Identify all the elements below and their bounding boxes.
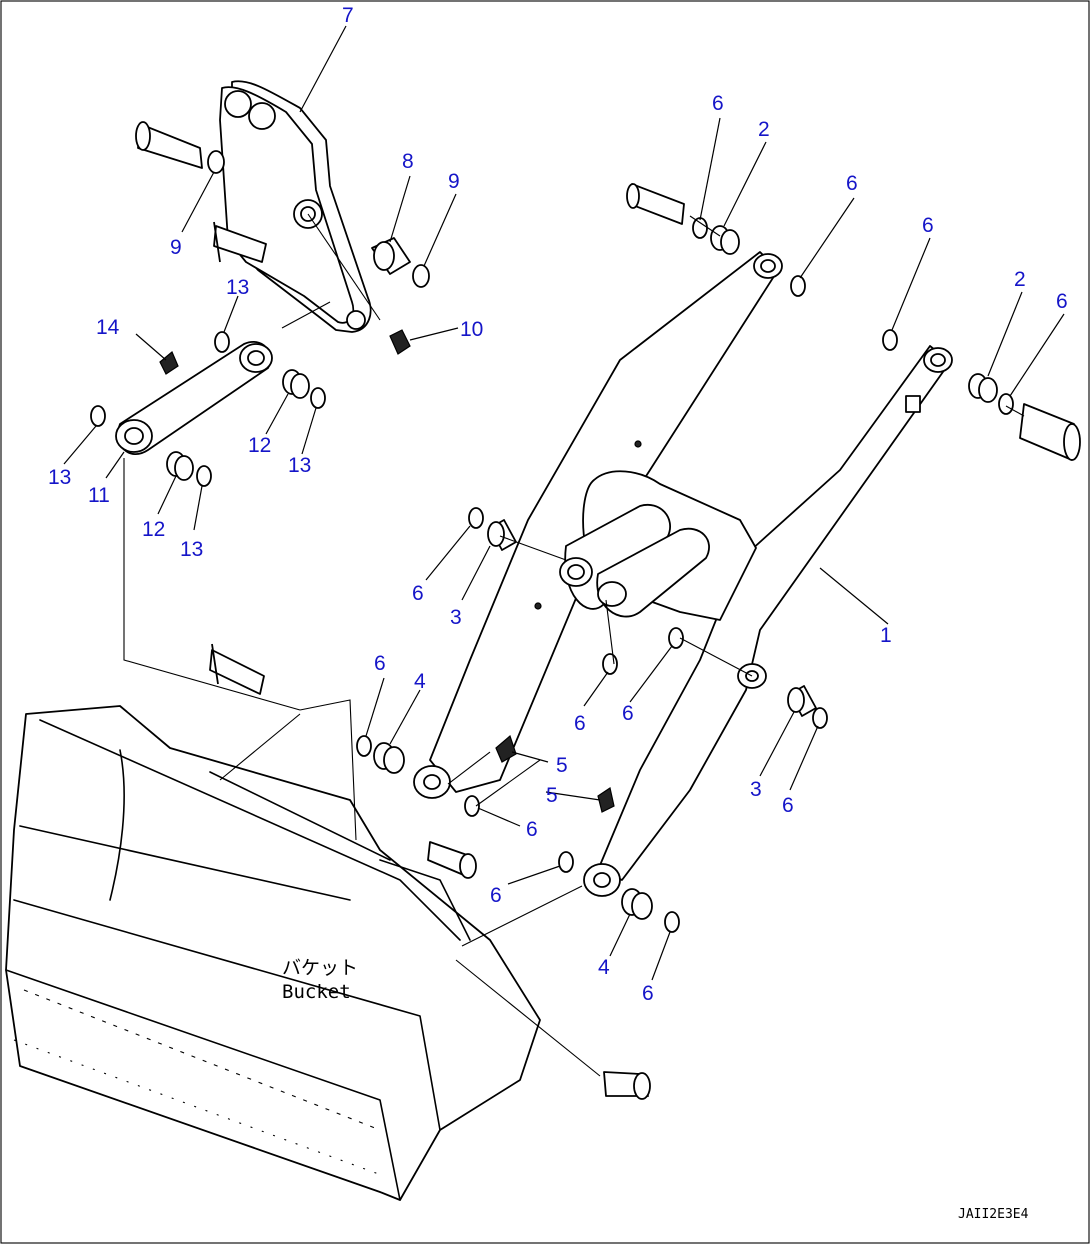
mark-dot-a bbox=[634, 440, 642, 448]
bushing-2-right bbox=[968, 373, 998, 403]
bushing-3-left bbox=[487, 519, 517, 551]
callout-6: 6 bbox=[526, 818, 538, 841]
pin-right bbox=[1019, 403, 1081, 461]
callout-4: 4 bbox=[414, 670, 426, 693]
pin-upper-left bbox=[135, 121, 203, 169]
callout-8: 8 bbox=[402, 150, 414, 173]
callout-6: 6 bbox=[574, 712, 586, 735]
seal-13-c bbox=[310, 387, 326, 409]
callout-9: 9 bbox=[448, 170, 460, 193]
callout-6: 6 bbox=[712, 92, 724, 115]
bucket-label-en: Bucket bbox=[282, 981, 351, 1003]
callout-2: 2 bbox=[758, 118, 770, 141]
bellcrank bbox=[219, 80, 372, 333]
seal-6-i bbox=[356, 735, 372, 757]
callout-10: 10 bbox=[460, 318, 483, 341]
seal-13-d bbox=[196, 465, 212, 487]
pin-bucket-upper bbox=[209, 643, 265, 695]
assembly-lines bbox=[123, 213, 1025, 1077]
seal-6-d bbox=[998, 393, 1014, 415]
grease-fitting-5-right bbox=[597, 787, 615, 813]
seal-6-e bbox=[468, 507, 484, 529]
seal-13-b bbox=[90, 405, 106, 427]
bushing-4-left bbox=[373, 742, 405, 774]
pin-bucket-lower bbox=[603, 1071, 651, 1100]
leader-lines bbox=[63, 25, 1065, 981]
callout-12: 12 bbox=[142, 518, 165, 541]
seal-9-upper bbox=[207, 150, 225, 174]
seal-6-a bbox=[692, 217, 708, 239]
pin-bucket-center bbox=[427, 841, 477, 879]
callout-2: 2 bbox=[1014, 268, 1026, 291]
mark-dot-b bbox=[534, 602, 542, 610]
seal-6-f bbox=[602, 653, 618, 675]
callout-6: 6 bbox=[846, 172, 858, 195]
callout-12: 12 bbox=[248, 434, 271, 457]
seal-6-k bbox=[558, 851, 574, 873]
callout-13: 13 bbox=[226, 276, 249, 299]
seal-6-j bbox=[464, 795, 480, 817]
bucket bbox=[5, 705, 541, 1201]
bushing-8 bbox=[371, 237, 411, 275]
callout-6: 6 bbox=[642, 982, 654, 1005]
callout-6: 6 bbox=[374, 652, 386, 675]
lift-arm bbox=[413, 251, 953, 897]
callout-6: 6 bbox=[490, 884, 502, 907]
seal-9-right bbox=[412, 264, 430, 288]
bushing-2-top bbox=[710, 225, 740, 255]
callout-6: 6 bbox=[922, 214, 934, 237]
seal-6-c bbox=[882, 329, 898, 351]
callout-7: 7 bbox=[342, 4, 354, 27]
bushing-3-right bbox=[787, 685, 817, 717]
callout-3: 3 bbox=[750, 778, 762, 801]
bushing-4-right bbox=[621, 888, 653, 920]
seal-6-h bbox=[812, 707, 828, 729]
callout-6: 6 bbox=[412, 582, 424, 605]
callout-13: 13 bbox=[288, 454, 311, 477]
callout-13: 13 bbox=[48, 466, 71, 489]
callout-13: 13 bbox=[180, 538, 203, 561]
callout-1: 1 bbox=[880, 624, 892, 647]
pin-top-center bbox=[626, 183, 685, 225]
callout-numbers: 7 6 2 6 6 2 6 8 9 9 13 10 14 13 11 12 13… bbox=[48, 4, 1068, 1005]
callout-11: 11 bbox=[88, 484, 110, 507]
callout-6: 6 bbox=[782, 794, 794, 817]
seal-6-b bbox=[790, 275, 806, 297]
grease-fitting-14 bbox=[159, 351, 179, 375]
seal-13-a bbox=[214, 331, 230, 353]
callout-5: 5 bbox=[556, 754, 568, 777]
bushing-12-lower bbox=[166, 451, 194, 481]
callout-6: 6 bbox=[1056, 290, 1068, 313]
drawing-id: JAII2E3E4 bbox=[958, 1207, 1029, 1222]
callout-9: 9 bbox=[170, 236, 182, 259]
callout-6: 6 bbox=[622, 702, 634, 725]
callout-5: 5 bbox=[546, 784, 558, 807]
grease-fitting-5-left bbox=[495, 734, 517, 763]
seal-6-l bbox=[664, 911, 680, 933]
callout-4: 4 bbox=[598, 956, 610, 979]
grease-fitting-10 bbox=[389, 329, 411, 355]
bushing-12-upper bbox=[282, 369, 310, 399]
pin-bellcrank-lower bbox=[213, 221, 267, 263]
bucket-label-jp: バケット bbox=[282, 957, 358, 979]
seal-6-g bbox=[668, 627, 684, 649]
callout-3: 3 bbox=[450, 606, 462, 629]
bucket-link bbox=[115, 341, 273, 455]
callout-14: 14 bbox=[96, 316, 120, 339]
